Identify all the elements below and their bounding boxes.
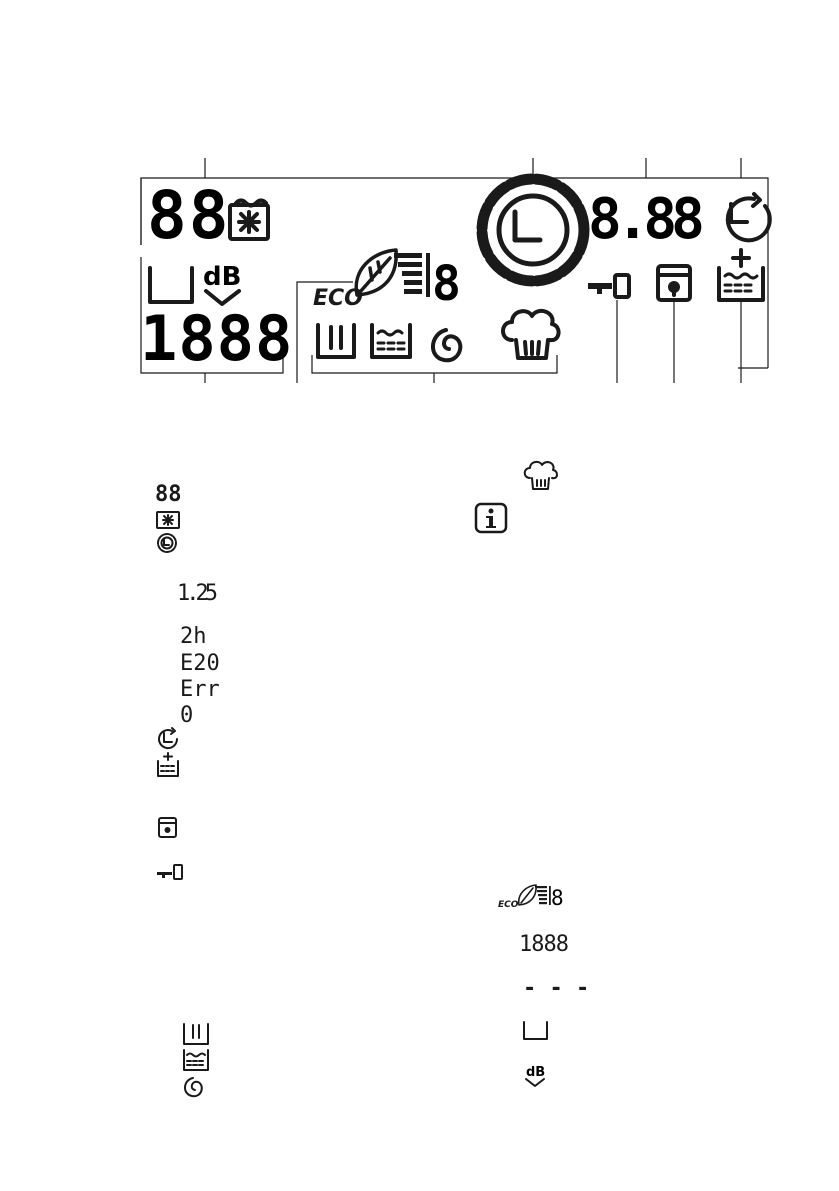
legend-0: 0: [180, 703, 193, 728]
tub-star-icon: [228, 198, 270, 241]
legend-steam-icon: [523, 460, 558, 490]
eco-bars: [394, 253, 430, 297]
legend-prewash-icon: [183, 1049, 209, 1071]
legend-e20: E20: [180, 651, 220, 676]
legend-child-lock-icon: [157, 864, 183, 880]
panel-digits-top-left: 88: [147, 177, 230, 254]
steam-icon: [501, 308, 561, 360]
display-panel: 88 dB 1888 ECO 8: [140, 158, 772, 383]
db-label: dB: [203, 262, 241, 292]
legend-eco-label: ECO: [498, 900, 519, 910]
eco-digit: 8: [432, 256, 461, 312]
legend-tub-star-icon: [156, 511, 180, 529]
legend-eco-bars: [535, 886, 551, 905]
clock-ring-icon: [476, 173, 590, 287]
legend-dashes: - - -: [523, 976, 589, 1001]
child-lock-icon: [588, 273, 631, 299]
delay-start-icon: [725, 192, 772, 243]
info-icon: [474, 502, 508, 534]
legend-eco-digit: 8: [551, 886, 564, 910]
legend-88: 88: [155, 482, 182, 507]
eco-leaf-icon: [354, 248, 398, 297]
legend-db-label: dB: [526, 1065, 545, 1080]
clock-icon: [496, 193, 570, 267]
empty-tub-icon: [148, 266, 194, 304]
db-chevron-icon: [204, 289, 241, 306]
legend-rinse-icon: [183, 1023, 209, 1045]
legend-spin-icon: [184, 1077, 203, 1098]
legend-left: 88 1.25 2h E20 Err 0: [155, 482, 221, 1098]
rinse-icon: [316, 323, 356, 359]
callout-lines: [140, 158, 769, 383]
spin-icon: [431, 328, 463, 363]
legend-2h: 2h: [180, 624, 207, 649]
legend-err: Err: [180, 677, 220, 702]
legend-db-chevron-icon: [525, 1078, 545, 1087]
prewash-icon: [370, 323, 412, 359]
legend-add-rinse-icon: [157, 752, 179, 777]
legend-1888: 1888: [519, 932, 568, 957]
panel-digits-top-right: 8.88: [588, 187, 702, 252]
legend-right: ECO 8 1888 - - - dB: [474, 460, 589, 1087]
legend-clock-icon: [157, 533, 177, 553]
legend-delay-start-icon: [158, 727, 179, 750]
door-lock-icon: [656, 264, 692, 302]
legend-empty-tub-icon: [523, 1021, 548, 1040]
panel-digits-bottom-left: 1888: [140, 302, 293, 375]
add-rinse-icon: [717, 248, 765, 302]
legend-door-lock-icon: [158, 817, 177, 838]
legend-1-25: 1.25: [177, 581, 217, 606]
legend-eco-leaf-icon: [517, 884, 537, 906]
